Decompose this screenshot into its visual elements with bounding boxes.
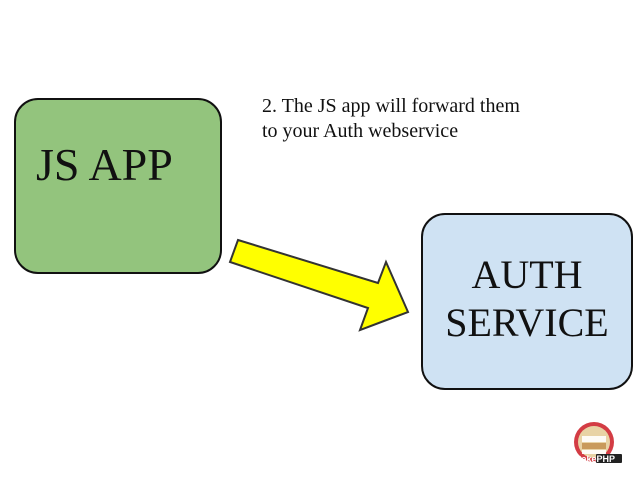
caption-line-2: to your Auth webservice [262, 120, 459, 142]
logo-text: CakePHP [575, 454, 615, 464]
js-app-label: JS APP [36, 139, 173, 190]
step-caption: 2. The JS app will forward them to your … [262, 94, 520, 144]
auth-service-line-1: AUTH [471, 252, 583, 297]
cakephp-logo-icon: CakePHP [574, 422, 622, 464]
auth-service-label: AUTH SERVICE [421, 251, 633, 347]
caption-line-1: 2. The JS app will forward them [262, 95, 520, 117]
auth-service-node [421, 213, 633, 390]
forward-arrow-shape [228, 238, 410, 332]
auth-service-line-2: SERVICE [445, 300, 609, 345]
js-app-node [14, 98, 222, 274]
